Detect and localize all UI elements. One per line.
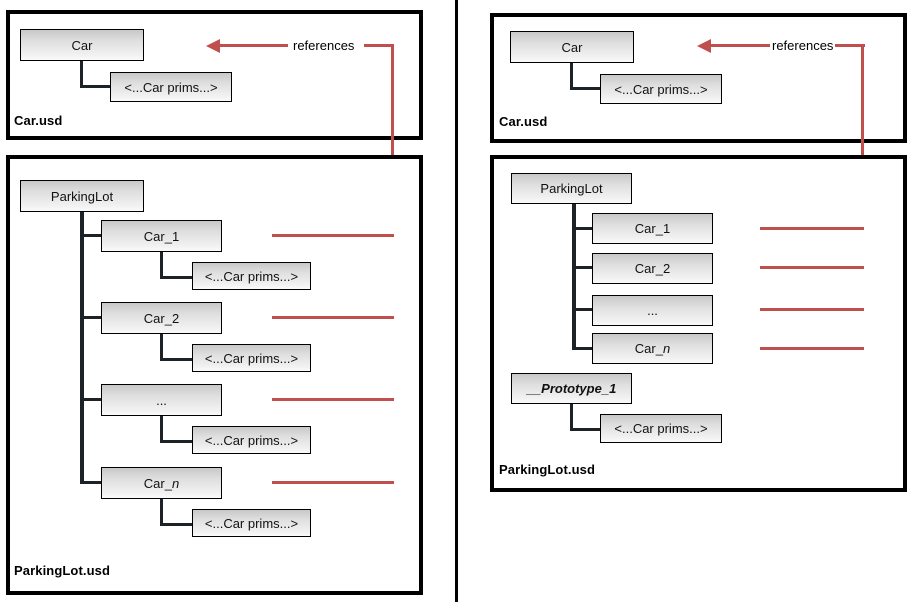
left-references-arrowhead (206, 39, 220, 53)
right-ellipsis-reference-line (760, 308, 864, 311)
right-references-line-right (835, 44, 865, 47)
left-carn-node[interactable]: Car_n (101, 467, 222, 499)
right-car2-branch (572, 266, 602, 269)
right-car-prims-label: <...Car prims...> (614, 81, 708, 97)
left-ellipsis-child-horizontal (160, 440, 194, 443)
left-car-usd-label: Car.usd (14, 113, 63, 128)
left-car-node[interactable]: Car (20, 29, 144, 61)
right-ellipsis-node[interactable]: ... (592, 295, 713, 326)
left-car1-node[interactable]: Car_1 (101, 220, 222, 252)
right-car2-node[interactable]: Car_2 (592, 253, 713, 284)
right-ellipsis-label: ... (647, 303, 658, 318)
right-parkinglot-node[interactable]: ParkingLot (511, 173, 632, 204)
right-car1-reference-line (760, 227, 864, 230)
left-car1-child-horizontal (160, 276, 194, 279)
right-prototype-node[interactable]: __Prototype_1 (511, 373, 632, 404)
right-car-connector-vertical (570, 63, 573, 90)
left-car2-reference-line (272, 316, 394, 319)
left-car1-branch (80, 234, 106, 237)
right-carn-branch (572, 347, 602, 350)
right-prototype-prims-label: <...Car prims...> (614, 421, 708, 436)
left-car-node-label: Car (71, 37, 93, 53)
left-ellipsis-prims-label: <...Car prims...> (204, 432, 299, 448)
left-ellipsis-label: ... (156, 392, 167, 408)
right-prototype-child-horizontal (570, 428, 603, 431)
left-references-line-left (219, 44, 288, 47)
left-carn-label: Car_ (143, 475, 172, 491)
right-car2-reference-line (760, 266, 864, 269)
left-ellipsis-child-vertical (160, 416, 163, 443)
left-car2-node[interactable]: Car_2 (101, 302, 222, 334)
right-carn-label-italic: n (662, 341, 671, 356)
left-ellipsis-node[interactable]: ... (101, 384, 222, 416)
left-car1-child-vertical (160, 252, 163, 279)
right-carn-label: Car_ (634, 341, 663, 356)
right-car-usd-label: Car.usd (499, 114, 548, 129)
left-car1-prims-node[interactable]: <...Car prims...> (192, 262, 311, 290)
left-car-connector-horizontal (80, 85, 112, 88)
left-carn-child-horizontal (160, 523, 194, 526)
right-car1-branch (572, 227, 602, 230)
left-car2-child-horizontal (160, 358, 194, 361)
left-parkinglot-node[interactable]: ParkingLot (20, 180, 144, 212)
left-carn-child-vertical (160, 499, 163, 526)
left-car-prims-label: <...Car prims...> (124, 79, 218, 95)
left-parkinglot-trunk (80, 212, 84, 484)
right-car1-label: Car_1 (634, 221, 671, 236)
left-carn-prims-node[interactable]: <...Car prims...> (192, 509, 311, 537)
left-ellipsis-reference-line (272, 398, 394, 401)
left-parkinglot-node-label: ParkingLot (50, 188, 114, 204)
left-car1-reference-line (272, 234, 394, 237)
right-prototype-label: __Prototype_1 (526, 381, 617, 396)
right-car-node[interactable]: Car (510, 31, 634, 63)
left-car2-prims-node[interactable]: <...Car prims...> (192, 344, 311, 372)
left-references-label: references (293, 38, 355, 53)
right-car-connector-horizontal (570, 87, 602, 90)
left-ellipsis-prims-node[interactable]: <...Car prims...> (192, 426, 311, 454)
right-ellipsis-branch (572, 308, 602, 311)
left-car2-child-vertical (160, 334, 163, 361)
right-prototype-prims-node[interactable]: <...Car prims...> (600, 414, 722, 443)
left-carn-branch (80, 481, 106, 484)
left-parkinglot-usd-label: ParkingLot.usd (14, 563, 111, 578)
left-car2-branch (80, 316, 106, 319)
left-car2-prims-label: <...Car prims...> (204, 350, 299, 366)
right-references-arrowhead (697, 39, 711, 53)
right-carn-reference-line (760, 347, 864, 350)
left-references-line-right (364, 44, 394, 47)
left-car2-label: Car_2 (143, 310, 180, 326)
right-car-prims-node[interactable]: <...Car prims...> (600, 74, 722, 104)
left-ellipsis-branch (80, 398, 106, 401)
left-car-prims-node[interactable]: <...Car prims...> (110, 72, 232, 102)
right-parkinglot-usd-label: ParkingLot.usd (499, 462, 596, 477)
right-car1-node[interactable]: Car_1 (592, 213, 713, 244)
left-car-connector-vertical (80, 61, 83, 88)
left-carn-reference-line (272, 481, 394, 484)
left-car1-prims-label: <...Car prims...> (204, 268, 299, 284)
right-carn-node[interactable]: Car_n (592, 333, 713, 364)
right-car2-label: Car_2 (634, 261, 671, 276)
right-car-node-label: Car (561, 39, 583, 55)
right-references-line-left (710, 44, 770, 47)
right-parkinglot-node-label: ParkingLot (540, 181, 603, 196)
left-carn-label-italic: n (171, 475, 180, 491)
panel-divider (455, 0, 458, 602)
right-references-label: references (772, 38, 834, 53)
left-carn-prims-label: <...Car prims...> (204, 515, 299, 531)
right-prototype-child-vertical (570, 404, 573, 431)
left-car1-label: Car_1 (143, 228, 180, 244)
right-parkinglot-trunk (572, 204, 576, 349)
